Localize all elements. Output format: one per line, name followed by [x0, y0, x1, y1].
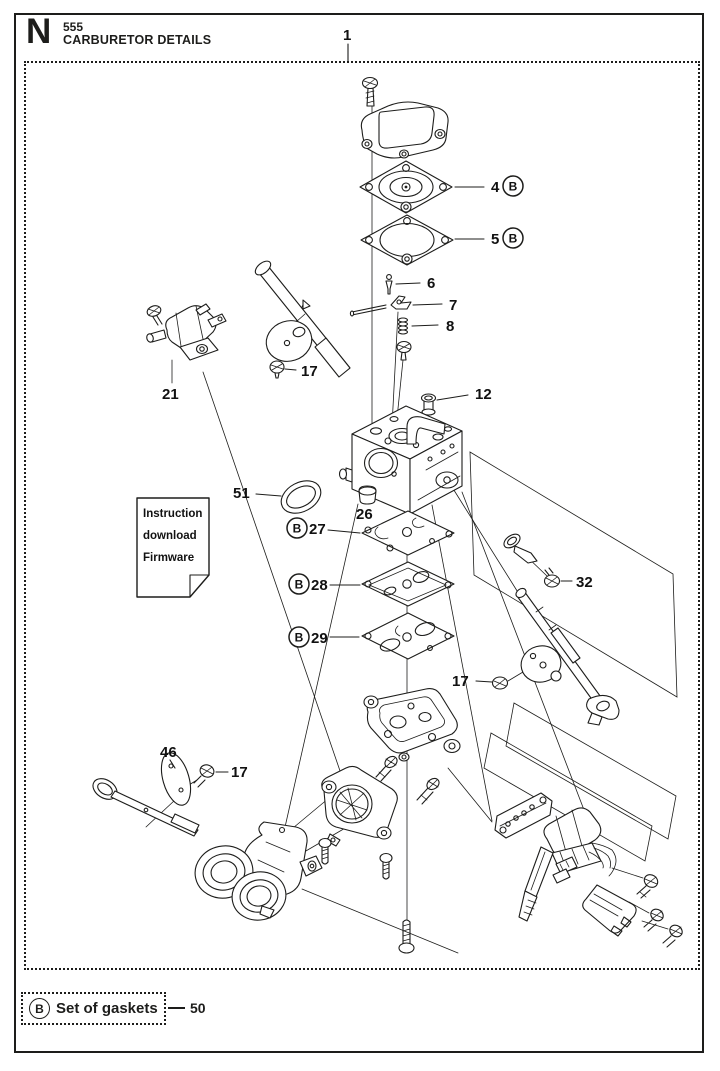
section-letter: N [26, 12, 52, 51]
callout-32: 32 [576, 574, 593, 591]
callout-6: 6 [427, 275, 435, 292]
note-line-1: Instruction [143, 508, 202, 520]
lever-and-screw-32 [503, 533, 561, 588]
badge-b-4: B [509, 180, 518, 194]
cup-26 [358, 485, 377, 505]
badge-b-legend: B [29, 998, 50, 1019]
badge-b-5: B [509, 232, 518, 246]
firmware-note: Instruction download Firmware [136, 497, 210, 598]
callout-12: 12 [475, 386, 492, 403]
screw-mid [396, 340, 412, 361]
mounting-bracket [494, 792, 553, 839]
disc-46 [160, 752, 192, 806]
throttle-rod [515, 587, 620, 726]
choke-shaft-lower [92, 778, 200, 837]
gasket-28 [361, 561, 455, 607]
screw-long-bottom [398, 919, 415, 954]
callout-17-upper: 17 [301, 363, 318, 380]
callout-28: 28 [311, 577, 328, 594]
diagram-frame [24, 61, 700, 970]
gasket-29 [361, 612, 455, 660]
solenoid-assembly [518, 807, 637, 937]
callout-29: 29 [311, 630, 328, 647]
callout-4: 4 [491, 179, 500, 196]
carburetor-body [338, 393, 463, 515]
callout-27: 27 [309, 521, 326, 538]
callout-46: 46 [160, 744, 177, 761]
gasket-27 [361, 510, 455, 556]
page-title: CARBURETOR DETAILS [63, 33, 212, 47]
pump-cover [360, 101, 449, 159]
purge-valve-21 [146, 303, 227, 384]
callout-17-middle: 17 [452, 673, 469, 690]
diaphragm-4 [359, 160, 453, 214]
badge-b-28: B [295, 578, 304, 592]
callout-7: 7 [449, 297, 457, 314]
pump-plate [363, 688, 461, 762]
callout-8: 8 [446, 318, 454, 335]
legend-label: Set of gaskets [56, 1000, 158, 1017]
callout-1: 1 [343, 27, 351, 44]
spring-8 [397, 317, 409, 335]
callout-21: 21 [162, 386, 179, 403]
intake-boots [194, 821, 323, 921]
callout-5: 5 [491, 231, 499, 248]
note-line-3: Firmware [143, 552, 194, 564]
callouts: 1 4 B 5 B 6 7 8 17 21 12 51 26 B 27 B 28… [160, 27, 593, 781]
spacer-flange [321, 765, 398, 847]
disc-17-upper [265, 320, 313, 379]
ring-51 [280, 480, 322, 514]
callout-26: 26 [356, 506, 373, 523]
page-border [14, 13, 704, 1053]
badge-b-27: B [293, 522, 302, 536]
flange-screws [318, 837, 393, 880]
screw-top [361, 76, 379, 107]
phantom-panels [469, 451, 678, 862]
screw-17-lower [193, 764, 215, 788]
model-number: 555 [63, 20, 84, 34]
callout-17-lower: 17 [231, 764, 248, 781]
callout-50: 50 [190, 1000, 206, 1016]
callout-51: 51 [233, 485, 250, 502]
lever-7 [349, 295, 412, 317]
plate-screws [375, 755, 440, 805]
choke-rod [254, 260, 351, 378]
needle-valve-6 [385, 274, 393, 295]
legend-leader-line [168, 1007, 185, 1009]
gasket-set-legend: B Set of gaskets [21, 992, 166, 1025]
gasket-5 [360, 214, 454, 266]
note-line-2: download [143, 530, 197, 542]
disc-17-middle [491, 645, 562, 690]
bracket-screws [636, 874, 683, 948]
badge-b-29: B [295, 631, 304, 645]
